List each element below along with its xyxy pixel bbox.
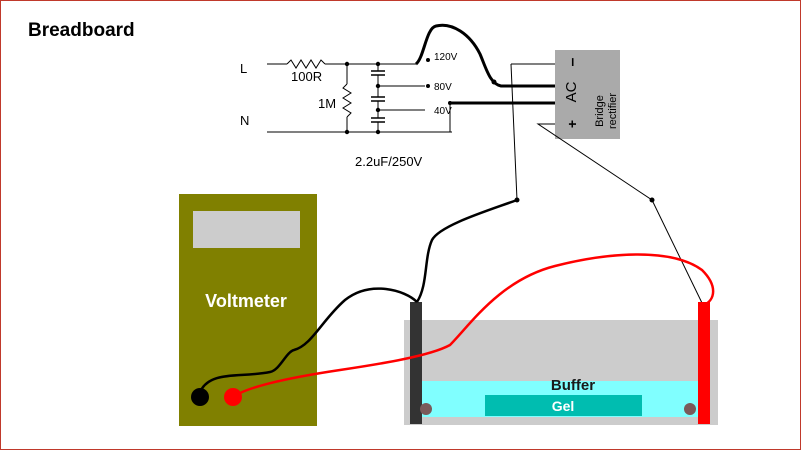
voltmeter-black-terminal [191, 388, 209, 406]
red-lead-to-voltmeter [232, 253, 715, 399]
resistor-1m-label: 1M [318, 96, 336, 111]
gel-label: Gel [552, 398, 575, 414]
rectifier-plus: + [564, 120, 580, 128]
capacitor-3 [371, 117, 385, 123]
resistor-1m [342, 83, 352, 118]
junction-dot [344, 61, 350, 67]
gel-tank: Buffer Gel [404, 302, 718, 425]
positive-electrode [698, 302, 710, 424]
black-lead-to-voltmeter [198, 287, 418, 393]
line-label: L [240, 61, 247, 76]
dc-minus-wire [510, 63, 518, 201]
junction-dot [375, 61, 381, 67]
ac-wire-120v [414, 23, 555, 88]
mains-circuit: 120V 80V 40V L N 100R 1M 2.2uF/250V [240, 52, 458, 169]
junction-dot [375, 129, 381, 135]
junction-dot [375, 107, 381, 113]
voltmeter-label: Voltmeter [205, 291, 287, 311]
electrode-screw-left [420, 403, 432, 415]
rectifier-label-1: Bridge [594, 95, 606, 127]
electrode-screw-right [684, 403, 696, 415]
capacitor-1 [371, 70, 385, 76]
rectifier-ac-label: AC [563, 81, 580, 102]
black-lead-to-negative [415, 198, 518, 303]
rectifier-minus: – [564, 57, 581, 66]
capacitor-2 [371, 96, 385, 102]
capacitor-label: 2.2uF/250V [355, 154, 423, 169]
rectifier-wiring [414, 23, 704, 306]
tap-dot [426, 84, 430, 88]
resistor-100r [286, 59, 326, 69]
rectifier-body [555, 50, 620, 139]
negative-electrode [410, 302, 422, 424]
buffer-label: Buffer [551, 377, 595, 394]
diagram-title: Breadboard [28, 20, 135, 41]
test-leads [198, 198, 715, 399]
ac-wire-dot [491, 79, 497, 85]
tap-dot [426, 58, 430, 62]
neutral-label: N [240, 113, 249, 128]
wire-dot [649, 197, 655, 203]
rectifier-label-2: rectifier [607, 93, 619, 129]
tap-120v-label: 120V [434, 52, 458, 63]
gel-slab [485, 395, 642, 416]
dc-plus-wire [536, 123, 704, 306]
tap-80v-label: 80V [434, 82, 452, 93]
junction-dot [344, 129, 350, 135]
junction-dot [375, 83, 381, 89]
voltmeter-display [193, 211, 300, 248]
bridge-rectifier: – AC + Bridge rectifier [555, 50, 620, 139]
tap-40v-label: 40V [434, 106, 452, 117]
resistor-100r-label: 100R [291, 69, 322, 84]
